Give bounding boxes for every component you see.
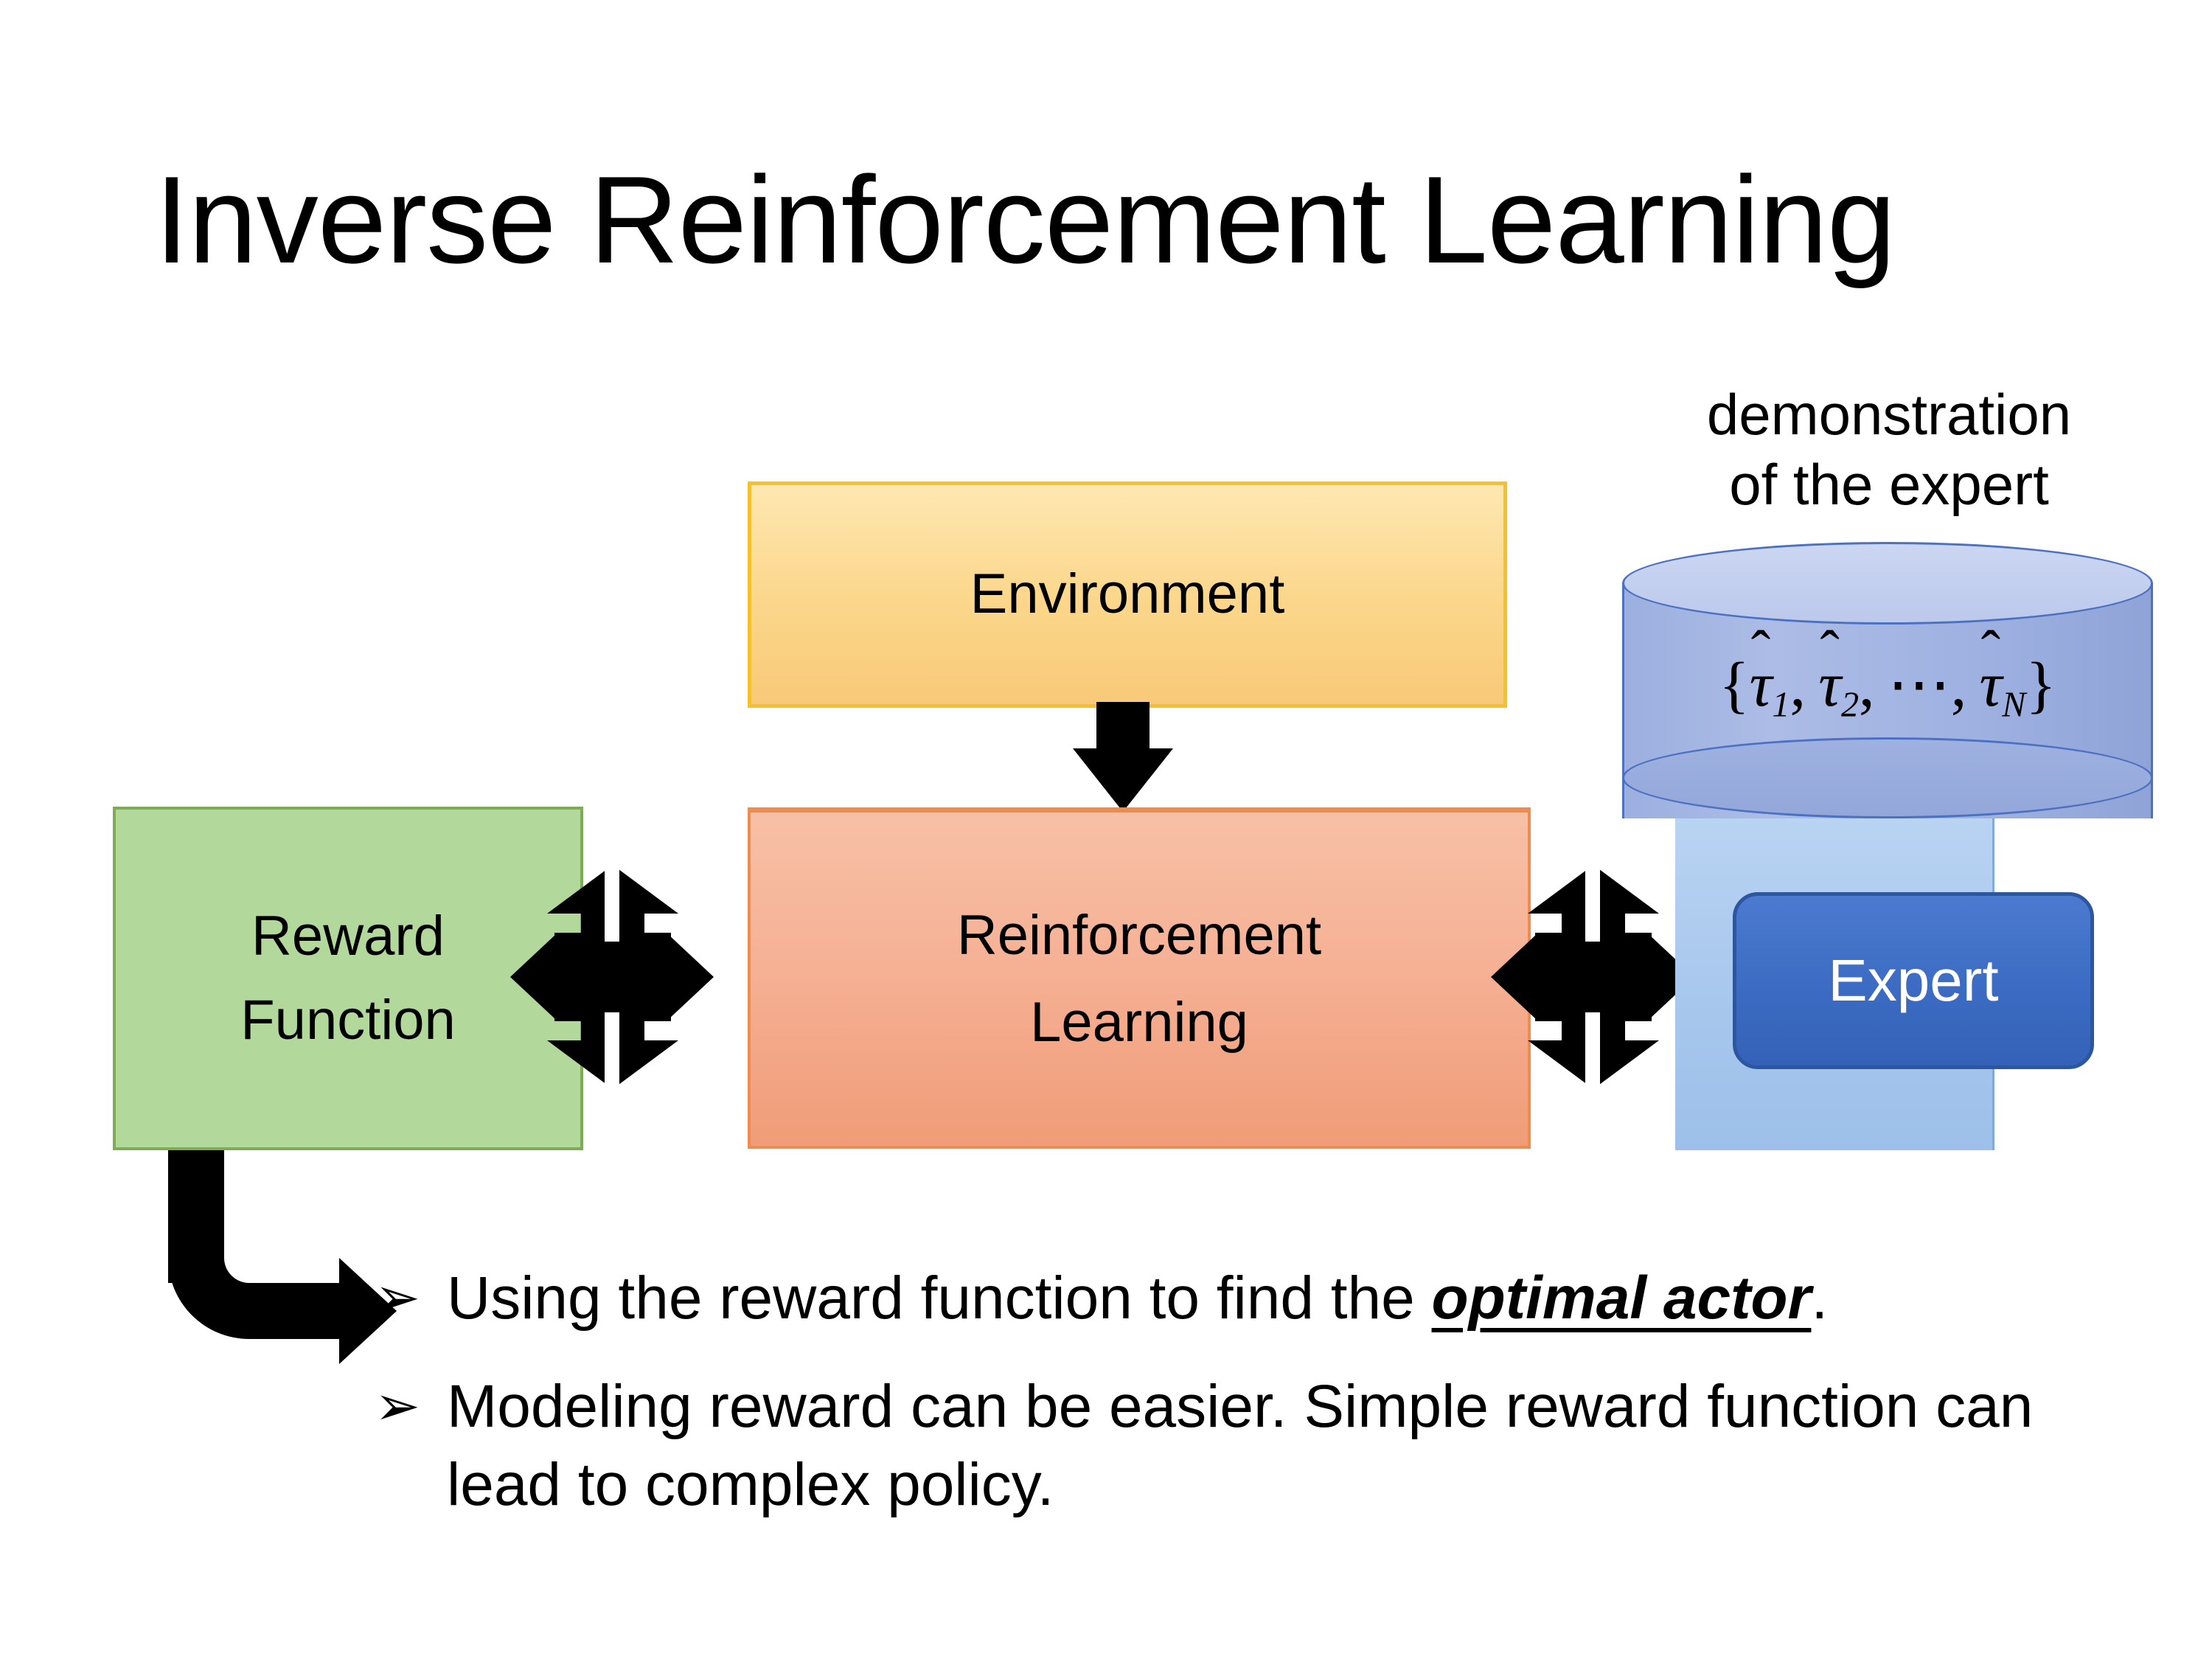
bidirectional-arrow-icon-left — [510, 865, 714, 1089]
formula-close-brace: } — [2025, 649, 2056, 720]
arrow-down-icon — [1073, 702, 1173, 812]
bullet-1-text-part2: . — [1811, 1265, 1829, 1332]
list-item: ➢ Using the reward function to find the o… — [367, 1259, 2137, 1338]
tau-subscript-n: N — [2002, 685, 2026, 725]
bullet-1-text-part1: Using the reward function to find the — [447, 1265, 1432, 1332]
environment-box: Environment — [748, 481, 1507, 708]
demonstration-caption-line2: of the expert — [1729, 452, 2049, 518]
tau-hat-2: ̂τ — [1818, 653, 1841, 716]
demonstration-caption-line1: demonstration — [1706, 382, 2072, 447]
bullet-list: ➢ Using the reward function to find the o… — [367, 1259, 2137, 1554]
formula-sep-2: , — [1859, 649, 1875, 720]
formula-sep-1: , — [1790, 649, 1806, 720]
tau-hat-n: ̂τ — [1979, 653, 2002, 716]
reward-function-box-label: Reward Function — [240, 894, 456, 1062]
reward-label-line1: Reward — [251, 905, 445, 967]
rl-label-line1: Reinforcement — [956, 904, 1322, 967]
tau-symbol-n: τ — [1979, 649, 2003, 720]
expert-box: Expert — [1733, 892, 2094, 1069]
tau-symbol-2: τ — [1818, 649, 1841, 720]
tau-symbol-1: τ — [1749, 649, 1773, 720]
reinforcement-learning-box: Reinforcement Learning — [748, 807, 1531, 1149]
page-title: Inverse Reinforcement Learning — [154, 150, 1896, 289]
reward-label-line2: Function — [240, 989, 456, 1051]
formula-ellipsis: ⋯ — [1887, 649, 1951, 720]
trajectory-set-formula: {̂τ1, ̂τ2, ⋯, ̂τN} — [1622, 653, 2153, 723]
reinforcement-learning-box-label: Reinforcement Learning — [957, 892, 1321, 1066]
list-item: ➢ Modeling reward can be easier. Simple r… — [367, 1368, 2137, 1525]
expert-box-label: Expert — [1828, 947, 1999, 1013]
bullet-chevron-icon: ➢ — [375, 1374, 421, 1436]
bullet-1-emphasis: optimal actor — [1431, 1265, 1812, 1332]
bidirectional-arrow-icon-right — [1491, 865, 1694, 1089]
formula-open-brace: { — [1719, 649, 1750, 720]
bullet-2-text: Modeling reward can be easier. Simple re… — [447, 1372, 2034, 1519]
formula-sep-3: , — [1950, 649, 1967, 720]
cylinder-bottom-ellipse — [1622, 737, 2153, 818]
rl-label-line2: Learning — [1030, 991, 1248, 1054]
tau-hat-1: ̂τ — [1750, 653, 1773, 716]
bullet-chevron-icon: ➢ — [375, 1267, 421, 1328]
elbow-arrow-icon — [168, 1150, 411, 1364]
tau-subscript-2: 2 — [1840, 685, 1860, 725]
demonstration-caption: demonstration of the expert — [1616, 380, 2162, 520]
tau-subscript-1: 1 — [1772, 685, 1790, 725]
demonstration-cylinder: {̂τ1, ̂τ2, ⋯, ̂τN} — [1622, 542, 2153, 837]
environment-box-label: Environment — [970, 563, 1285, 626]
cylinder-top-ellipse — [1622, 542, 2153, 625]
reward-function-box: Reward Function — [113, 807, 583, 1150]
